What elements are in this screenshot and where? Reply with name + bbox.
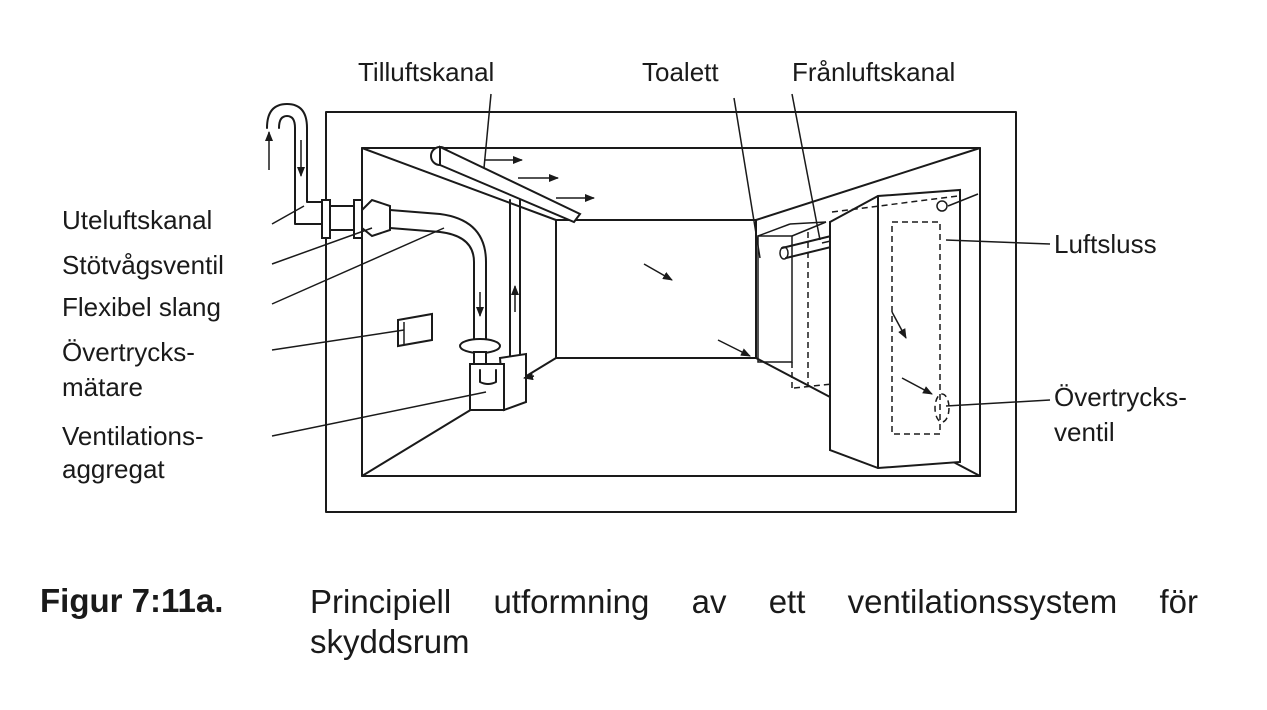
air-lock — [793, 188, 961, 470]
air-flow-arrows — [643, 263, 751, 357]
shelter-room — [325, 111, 1017, 513]
toilet — [757, 221, 827, 390]
label-ventilationsaggregat-line1: Ventilations- — [62, 421, 204, 451]
overpressure-gauge — [397, 312, 433, 348]
label-overtrycksmatare-line1: Övertrycks- — [62, 337, 195, 367]
label-overtrycksmatare-line2: mätare — [62, 372, 143, 402]
label-tilluftskanal: Tilluftskanal — [358, 57, 494, 87]
label-toalett: Toalett — [642, 57, 719, 87]
outdoor-air-duct — [265, 103, 327, 225]
label-overtrycksventil-line2: ventil — [1054, 417, 1115, 447]
caption-label: Figur 7:11a. — [40, 582, 224, 619]
label-luftsluss: Luftsluss — [1054, 229, 1157, 259]
label-franluftskanal: Frånluftskanal — [792, 57, 955, 87]
ventilation-diagram: Tilluftskanal Toalett Frånluftskanal Ute… — [62, 57, 1187, 513]
ventilation-unit — [459, 338, 535, 412]
caption-text: Principiell utformning av ett ventilatio… — [310, 583, 1198, 660]
label-overtrycksventil-line1: Övertrycks- — [1054, 382, 1187, 412]
leader-lines — [271, 93, 1051, 437]
label-ventilationsaggregat-line2: aggregat — [62, 454, 165, 484]
supply-riser — [509, 199, 521, 361]
supply-duct — [430, 145, 595, 224]
blast-valve — [321, 198, 391, 239]
flexible-hose — [389, 209, 487, 345]
label-stotvagsventil: Stötvågsventil — [62, 250, 224, 280]
label-uteluftskanal: Uteluftskanal — [62, 205, 212, 235]
label-flexibel-slang: Flexibel slang — [62, 292, 221, 322]
